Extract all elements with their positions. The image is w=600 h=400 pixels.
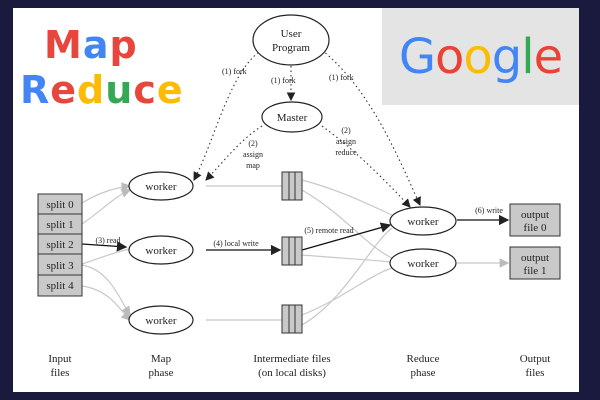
fork-label: (1) fork [271, 76, 296, 85]
assign-map-label: map [246, 161, 260, 170]
output-file: output file 1 [509, 246, 561, 280]
assign-reduce-label: reduce [335, 148, 357, 157]
user-program-node [252, 14, 330, 66]
title-reduce-letter: u [105, 68, 134, 112]
intermediate-file [281, 236, 303, 266]
output-file: output file 0 [509, 203, 561, 237]
google-letter: g [491, 28, 522, 85]
phase-label: Reduce [407, 353, 440, 365]
user-program-label: Program [272, 42, 310, 54]
fork-label: (1) fork [222, 67, 247, 76]
title-reduce-letter: e [50, 68, 78, 112]
map-worker-label: worker [145, 181, 176, 193]
assign-map-label: (2) [248, 139, 258, 148]
map-worker-label: worker [145, 245, 176, 257]
split-label: split 3 [46, 260, 74, 272]
phase-label: Input [48, 353, 71, 365]
phase-label: Intermediate files [253, 353, 330, 365]
output-file-label: file 1 [524, 265, 547, 277]
title-map-letter: p [109, 23, 138, 67]
google-letter: o [435, 28, 464, 85]
phase-label: Output [520, 353, 551, 365]
reduce-worker-label: worker [407, 258, 438, 270]
output-file-label: output [521, 209, 549, 221]
title-reduce-letter: R [20, 68, 51, 112]
intermediate-file [281, 304, 303, 334]
master-node [261, 101, 323, 133]
google-letter: G [398, 28, 436, 85]
reduce-worker-label: worker [407, 216, 438, 228]
google-letter: e [533, 28, 564, 85]
title-reduce-letter: c [133, 68, 157, 112]
fork-label: (1) fork [329, 73, 354, 82]
local-write-label: (4) local write [213, 239, 259, 248]
output-file-label: file 0 [524, 222, 547, 234]
write-label: (6) write [475, 206, 503, 215]
google-logo-text: Google [398, 28, 564, 85]
google-logo: Google [382, 8, 579, 105]
split-label: split 4 [46, 280, 74, 292]
map-worker-label: worker [145, 315, 176, 327]
split-label: split 0 [46, 199, 74, 211]
map-worker-node [128, 235, 194, 265]
phase-label: files [526, 367, 545, 379]
phase-label: files [51, 367, 70, 379]
google-letter: o [463, 28, 492, 85]
reduce-worker-node [389, 206, 457, 236]
split-label: split 2 [46, 239, 73, 251]
title-reduce-letter: e [156, 68, 184, 112]
map-worker-node [128, 305, 194, 335]
output-file-label: output [521, 252, 549, 264]
google-letter: l [521, 28, 534, 85]
input-splits: split 0 split 1 split 2 split 3 split 4 [37, 193, 83, 297]
assign-reduce-label: assign [336, 137, 356, 146]
remote-read-label: (5) remote read [304, 226, 353, 235]
title-reduce-letter: d [77, 68, 106, 112]
user-program-label: User [281, 28, 302, 40]
title-map-letter: M [44, 23, 83, 67]
phase-label: phase [148, 367, 173, 379]
intermediate-file [281, 171, 303, 201]
title-map-letter: a [82, 23, 110, 67]
assign-reduce-label: (2) [341, 126, 351, 135]
master-label: Master [277, 112, 308, 124]
split-label: split 1 [46, 219, 73, 231]
read-label: (3) read [95, 236, 120, 245]
assign-map-label: assign [243, 150, 263, 159]
phase-label: Map [151, 353, 172, 365]
title-map: Map [44, 26, 138, 64]
phase-label: (on local disks) [258, 367, 326, 379]
title-reduce: Reduce [20, 71, 184, 109]
map-worker-node [128, 171, 194, 201]
phase-label: phase [410, 367, 435, 379]
reduce-worker-node [389, 248, 457, 278]
